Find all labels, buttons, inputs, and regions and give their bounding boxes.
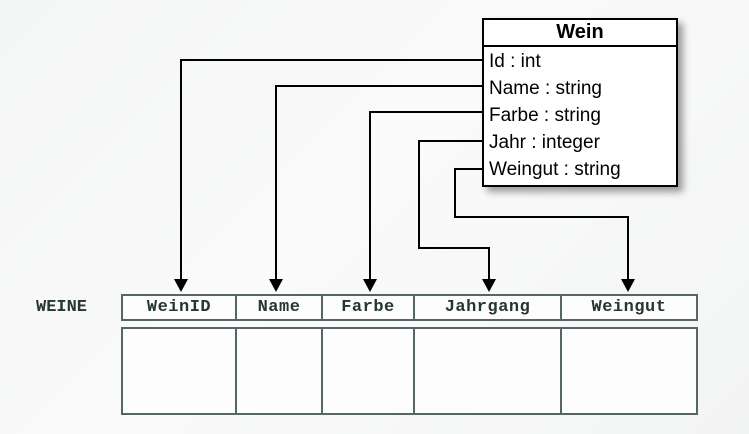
table-empty-row: [121, 327, 698, 415]
column-header-name: Name: [237, 296, 323, 319]
table-name-label: WEINE: [36, 298, 88, 317]
uml-class-title: Wein: [484, 20, 676, 47]
uml-attribute-id: Id : int: [489, 51, 541, 72]
empty-cell: [323, 329, 415, 413]
uml-attribute-list: Id : int Name : string Farbe : string Ja…: [484, 47, 676, 185]
uml-class-wein: Wein Id : int Name : string Farbe : stri…: [482, 18, 678, 187]
empty-cell: [237, 329, 323, 413]
uml-attribute-name: Name : string: [489, 78, 602, 99]
column-header-farbe: Farbe: [323, 296, 415, 319]
empty-cell: [415, 329, 562, 413]
column-header-weingut: Weingut: [591, 298, 667, 317]
uml-attribute-jahr: Jahr : integer: [489, 132, 600, 153]
column-header-weinid: WeinID: [123, 296, 237, 319]
uml-attribute-weingut: Weingut : string: [489, 159, 621, 180]
empty-cell: [123, 329, 237, 413]
uml-attribute-farbe: Farbe : string: [489, 105, 601, 126]
column-header-jahrgang: Jahrgang: [415, 296, 562, 319]
table-header-row: WeinID Name Farbe Jahrgang Weingut: [121, 294, 698, 321]
empty-cell: [562, 329, 696, 413]
